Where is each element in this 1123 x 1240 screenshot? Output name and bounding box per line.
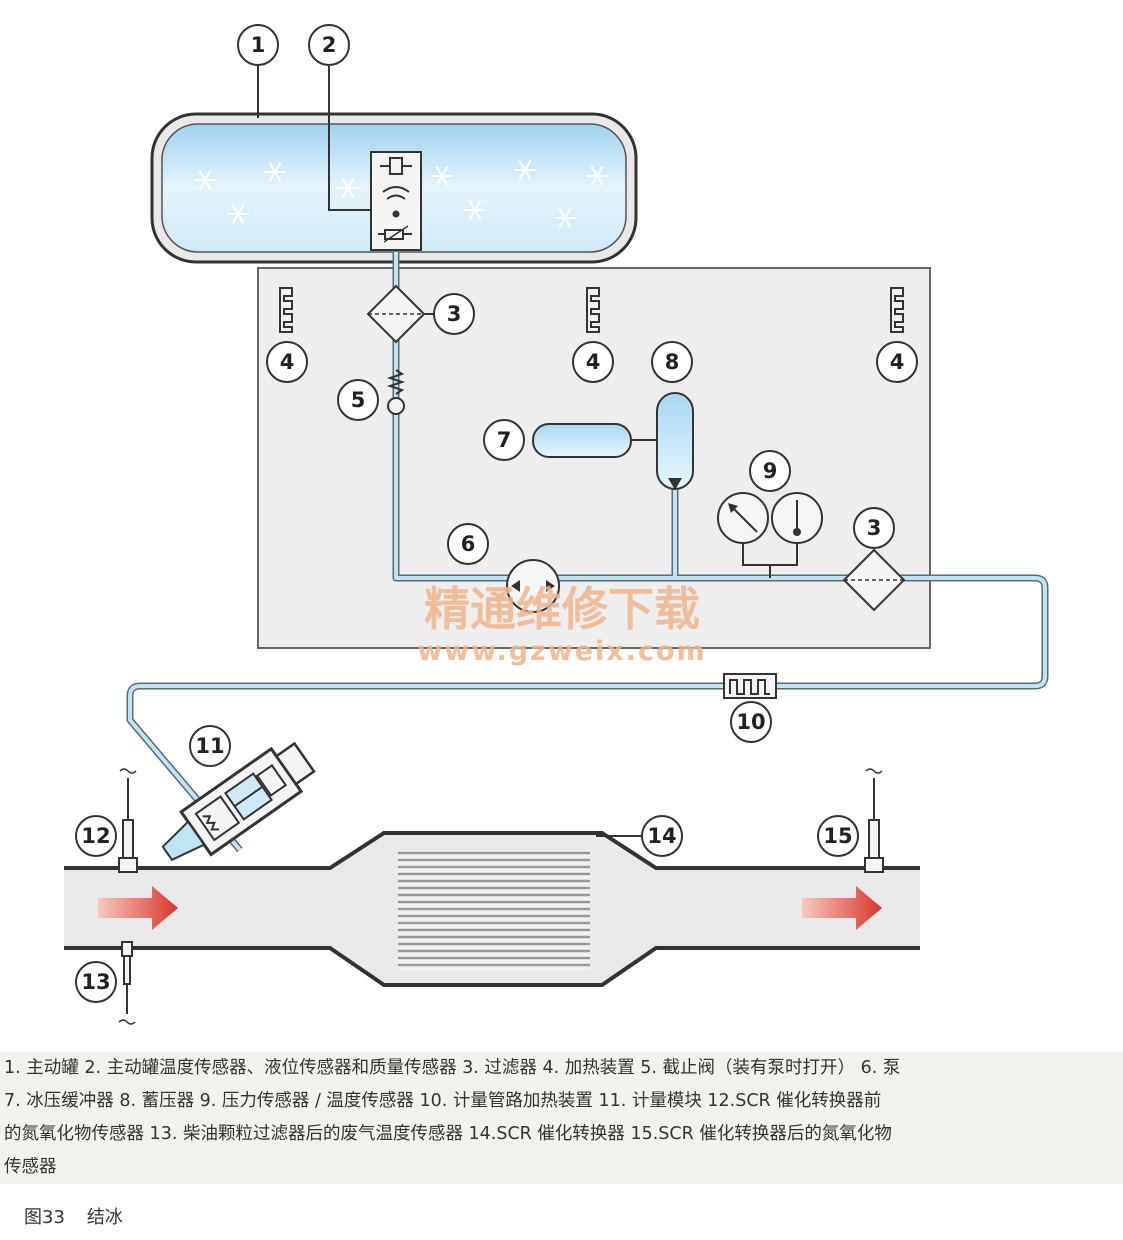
ice-pressure-buffer	[532, 423, 657, 458]
figure-title: 图33 结冰	[24, 1203, 145, 1229]
svg-text:15: 15	[823, 824, 852, 848]
svg-text:10: 10	[736, 710, 765, 734]
svg-text:4: 4	[890, 350, 905, 374]
check-valve	[386, 369, 406, 415]
svg-text:1: 1	[251, 33, 266, 57]
callout-3-right: 3	[853, 507, 895, 549]
flow-arrow-outlet	[802, 886, 882, 930]
svg-text:8: 8	[665, 350, 680, 374]
legend-caption: 1. 主动罐 2. 主动罐温度传感器、液位传感器和质量传感器 3. 过滤器 4.…	[0, 1052, 1123, 1184]
callout-4-right: 4	[876, 341, 918, 383]
legend-line: 7. 冰压缓冲器 8. 蓄压器 9. 压力传感器 / 温度传感器 10. 计量管…	[4, 1091, 882, 1111]
callout-8: 8	[651, 341, 693, 383]
leader-lines	[257, 66, 642, 837]
svg-text:12: 12	[81, 824, 110, 848]
svg-text:11: 11	[195, 734, 224, 758]
line-heater	[723, 673, 777, 699]
callout-2: 2	[308, 24, 350, 66]
legend-line: 的氮氧化物传感器 13. 柴油颗粒过滤器后的废气温度传感器 14.SCR 催化转…	[4, 1124, 892, 1144]
pressure-temperature-sensor	[717, 492, 823, 578]
svg-text:4: 4	[586, 350, 601, 374]
figure-caption-title: 结冰	[86, 1207, 123, 1228]
dosing-module	[161, 741, 316, 862]
nox-sensor-downstream	[864, 768, 884, 873]
svg-text:13: 13	[81, 970, 110, 994]
callout-11: 11	[189, 725, 231, 767]
pump	[506, 559, 560, 613]
callout-13: 13	[75, 961, 117, 1003]
callout-14: 14	[641, 815, 683, 857]
callout-12: 12	[75, 815, 117, 857]
callout-4-middle: 4	[572, 341, 614, 383]
svg-text:9: 9	[763, 459, 778, 483]
scr-system-diagram: 1 2 3 4 4 4 8 5 7 9 3 6 10 11 12 14 15 1…	[64, 24, 1049, 1025]
svg-text:4: 4	[280, 350, 295, 374]
filter-3-right	[842, 548, 906, 612]
nox-sensor-upstream	[118, 768, 138, 873]
svg-text:6: 6	[461, 532, 476, 556]
scr-catalyst-substrate	[398, 850, 590, 970]
legend-line: 传感器	[4, 1157, 57, 1177]
callout-10: 10	[730, 701, 772, 743]
callout-4-left: 4	[266, 341, 308, 383]
filter-3-top	[366, 284, 426, 344]
pipes	[126, 252, 1049, 853]
callout-9: 9	[749, 450, 791, 492]
svg-text:14: 14	[647, 824, 676, 848]
callout-1: 1	[237, 24, 279, 66]
svg-text:3: 3	[867, 516, 882, 540]
pressure-accumulator	[656, 392, 694, 490]
figure-number: 图33	[24, 1207, 65, 1228]
svg-text:7: 7	[497, 428, 512, 452]
callout-3-top: 3	[433, 293, 475, 335]
callout-6: 6	[447, 523, 489, 565]
callout-7: 7	[483, 419, 525, 461]
svg-text:3: 3	[447, 302, 462, 326]
flow-arrow-inlet	[98, 886, 178, 930]
svg-text:5: 5	[351, 388, 366, 412]
svg-text:2: 2	[322, 33, 337, 57]
legend-line: 1. 主动罐 2. 主动罐温度传感器、液位传感器和质量传感器 3. 过滤器 4.…	[4, 1058, 901, 1078]
callout-15: 15	[817, 815, 859, 857]
tank-sensor	[370, 151, 422, 251]
watermark-text: 精通维修下载	[424, 582, 700, 636]
callout-5: 5	[337, 379, 379, 421]
watermark-url: www.gzweix.com	[417, 636, 706, 667]
exhaust-temperature-sensor	[118, 941, 136, 1025]
